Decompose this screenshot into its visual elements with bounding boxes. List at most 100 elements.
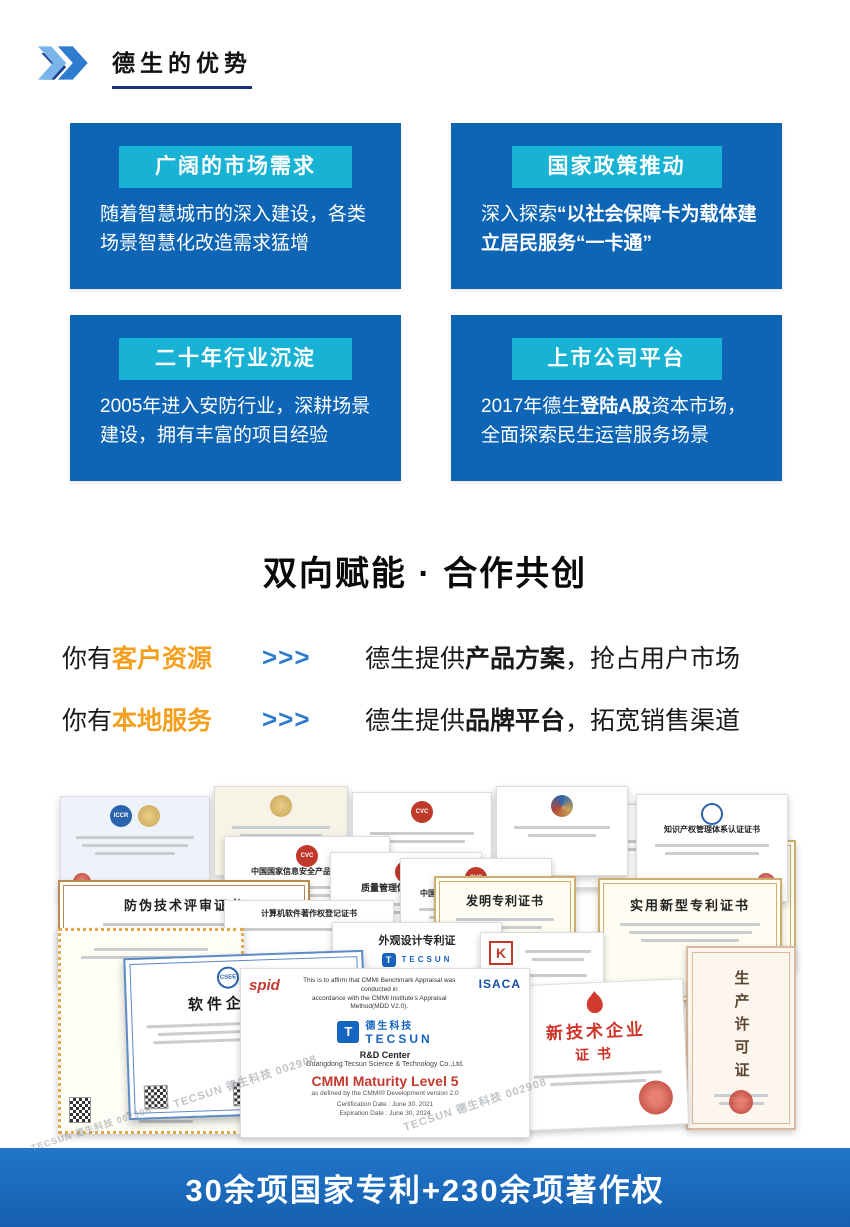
isaca-logo-icon: ISACA: [478, 977, 521, 991]
benefit-bold: 产品方案: [465, 645, 566, 673]
card-text-bold: “以社会保障卡为载体建立居民服务“一卡通”: [481, 204, 757, 254]
fine-print-lines: [223, 821, 339, 837]
certificate-production-license: 生产许可证: [686, 946, 796, 1130]
certificate-title: 实用新型专利证书: [629, 898, 750, 913]
benefit-mid: 德生提供: [365, 707, 466, 735]
card-title-badge: 国家政策推动: [511, 146, 722, 188]
certificate-title: 计算机软件著作权登记证书: [261, 909, 357, 918]
text-line: [550, 1078, 647, 1087]
card-title-badge: 上市公司平台: [511, 338, 722, 380]
card-text: 随着智慧城市的深入建设，各类场景智慧化改造需求猛增: [100, 200, 377, 258]
cmmi-statement: This is to affirm that CMMI Benchmark Ap…: [293, 977, 465, 1012]
card-text-regular: 随着智慧城市的深入建设，各类场景智慧化改造需求猛增: [100, 204, 367, 254]
advantage-cards: 广阔的市场需求 随着智慧城市的深入建设，各类场景智慧化改造需求猛增 国家政策推动…: [70, 123, 782, 481]
text-line: [468, 926, 542, 929]
spid-logo-icon: spid: [249, 977, 280, 994]
certificate-title: 知识产权管理体系认证证书: [664, 825, 760, 834]
tecsun-square-icon: T: [381, 952, 396, 967]
text-line: [93, 948, 209, 951]
benefit-post: ，拓宽销售渠道: [565, 707, 741, 735]
text-line: [82, 844, 188, 847]
red-seal-icon: [638, 1079, 674, 1116]
qr-code-icon: [69, 1097, 91, 1123]
k-logo-icon: K: [489, 941, 513, 965]
benefit-right-text: 德生提供品牌平台，拓宽销售渠道: [365, 701, 740, 737]
certificate-title: 发明专利证书: [465, 894, 544, 908]
fine-print-lines: [521, 945, 595, 961]
fine-print-lines: [69, 831, 201, 855]
fine-print-lines: [361, 827, 483, 843]
cmmi-dates: Certification Date : June 30, 2021 Expir…: [337, 1100, 433, 1118]
benefit-left-text: 你有客户资源: [62, 639, 262, 675]
fine-print-lines: [444, 913, 566, 929]
certificate-new-tech-enterprise: 新技术企业 证书: [504, 978, 690, 1132]
card-text-bold: 登陆A股: [580, 396, 652, 417]
fine-print-lines: [505, 821, 619, 837]
card-title-badge: 广阔的市场需求: [119, 146, 352, 188]
certificate-title: 防伪技术评审证书: [123, 898, 244, 913]
certificate-title: 新技术企业: [545, 1019, 647, 1044]
card-industry-experience: 二十年行业沉淀 2005年进入安防行业，深耕场景建设，拥有丰富的项目经验: [70, 315, 401, 481]
cmmi-exp-date: Expiration Date : June 30, 2024: [339, 1110, 431, 1118]
benefit-highlight: 客户资源: [112, 645, 213, 673]
text-line: [379, 840, 465, 843]
section-header: 德生的优势: [38, 44, 252, 89]
text-line: [527, 834, 597, 837]
text-line: [513, 826, 611, 829]
text-line: [75, 836, 195, 839]
text-line: [620, 923, 760, 927]
text-line: [665, 852, 759, 855]
page-title: 德生的优势: [112, 50, 252, 76]
benefit-row-customers: 你有客户资源 >>> 德生提供产品方案，抢占用户市场: [62, 638, 814, 676]
certificate-title: 中国国家信息安全产品认证证书: [251, 867, 363, 876]
card-text-regular: 2017年德生: [481, 396, 581, 417]
text-line: [456, 918, 554, 921]
text-line: [370, 832, 474, 835]
text-line: [532, 958, 584, 961]
text-line: [655, 844, 769, 847]
fine-print-lines: [645, 839, 779, 855]
logo-row: ICCR: [110, 805, 160, 827]
benefit-pre: 你有: [62, 645, 113, 673]
csee-logo-icon: CSEE: [216, 966, 240, 989]
logo-row: K: [489, 941, 595, 965]
cooperation-rows: 你有客户资源 >>> 德生提供产品方案，抢占用户市场 你有本地服务 >>> 德生…: [62, 638, 814, 762]
cmmi-statement-line: This is to affirm that CMMI Benchmark Ap…: [303, 977, 456, 993]
iccr-logo-icon: ICCR: [110, 805, 132, 827]
card-text-regular: 深入探索: [481, 204, 558, 225]
benefit-highlight: 本地服务: [112, 707, 213, 735]
text-line: [95, 852, 175, 855]
title-underline: [112, 86, 252, 89]
certificate-title: 外观设计专利证: [378, 935, 456, 947]
footer-text: 30余项国家专利+230余项著作权: [185, 1173, 665, 1208]
text-line: [240, 834, 322, 837]
card-title-badge: 二十年行业沉淀: [119, 338, 352, 380]
benefit-pre: 你有: [62, 707, 113, 735]
double-chevron-icon: [38, 46, 88, 80]
header-title-block: 德生的优势: [112, 44, 252, 89]
card-text: 2017年德生登陆A股资本市场，全面探索民生运营服务场景: [481, 392, 758, 450]
benefit-bold: 品牌平台: [465, 707, 566, 735]
text-line: [628, 931, 752, 935]
fine-print-lines: [489, 969, 595, 977]
flame-icon: [586, 991, 603, 1014]
triple-chevron-icon: >>>: [262, 641, 311, 672]
cmmi-level: CMMI Maturity Level 5: [311, 1073, 459, 1090]
benefit-left-text: 你有本地服务: [62, 701, 262, 737]
red-seal-icon: [729, 1090, 753, 1114]
cmmi-department: R&D Center: [359, 1050, 411, 1061]
cmmi-company: Guangdong Tecsun Science & Technology Co…: [306, 1061, 464, 1069]
emblem-icon: [138, 805, 160, 827]
text-line: [138, 1120, 193, 1123]
benefit-mid: 德生提供: [365, 645, 466, 673]
cmmi-header: spid This is to affirm that CMMI Benchma…: [249, 977, 521, 1012]
benefit-row-local-service: 你有本地服务 >>> 德生提供品牌平台，拓宽销售渠道: [62, 700, 814, 738]
emblem-icon: [270, 795, 292, 817]
tecsun-brand-text: TECSUN: [401, 955, 453, 965]
card-text-regular: 资本市场，全面探索民生运营服务场景: [481, 396, 747, 446]
certificates-collage: ICCR CVC: [0, 778, 850, 1153]
text-line: [524, 950, 592, 953]
certificate-ipr: 知识产权管理体系认证证书: [636, 794, 788, 902]
cmmi-statement-line: accordance with the CMMI Institute's App…: [311, 994, 447, 1011]
